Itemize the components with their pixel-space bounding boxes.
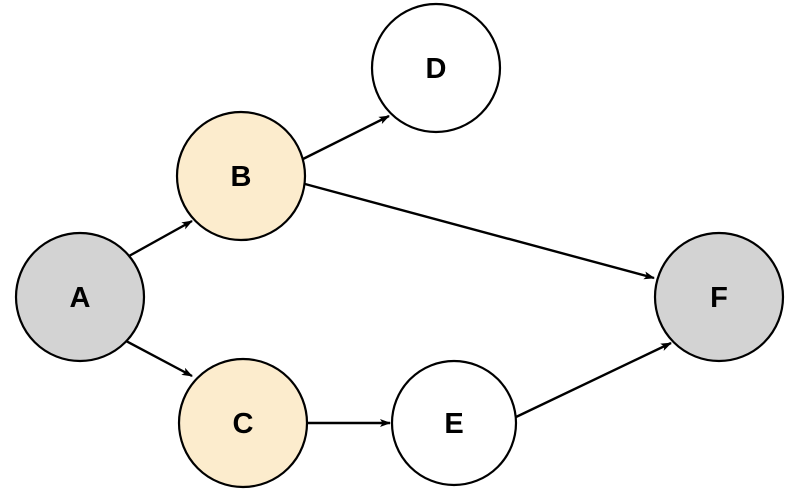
edge-b-to-f[interactable] [304,182,655,280]
edge-a-to-b-line [128,219,193,258]
edge-e-to-f-hitarea[interactable] [516,343,671,417]
node-f-circle[interactable] [653,231,785,363]
edge-a-to-b[interactable] [128,219,193,258]
edge-e-to-f[interactable] [515,341,672,419]
edge-b-to-f-hitarea[interactable] [305,184,654,278]
edge-b-to-d-hitarea[interactable] [303,116,389,159]
edge-e-to-f-line [515,341,672,419]
node-b-circle[interactable] [175,110,307,242]
edge-a-to-c-line [125,339,193,378]
node-a[interactable]: A [14,231,146,363]
edge-a-to-c[interactable] [125,339,193,378]
node-f[interactable]: F [653,231,785,363]
node-d-circle[interactable] [370,2,502,134]
node-e[interactable]: E [390,359,518,487]
node-c-circle[interactable] [177,357,309,489]
node-e-circle[interactable] [390,359,518,487]
edge-layer [125,114,672,427]
node-b[interactable]: B [175,110,307,242]
node-c[interactable]: C [177,357,309,489]
edge-b-to-f-line [304,182,655,280]
node-d[interactable]: D [370,2,502,134]
edge-b-to-d[interactable] [302,114,390,161]
edge-b-to-d-line [302,114,390,161]
node-a-circle[interactable] [14,231,146,363]
edge-a-to-b-hitarea[interactable] [129,221,192,256]
edge-a-to-c-hitarea[interactable] [126,341,192,376]
node-layer: A B C D E F [14,2,785,489]
